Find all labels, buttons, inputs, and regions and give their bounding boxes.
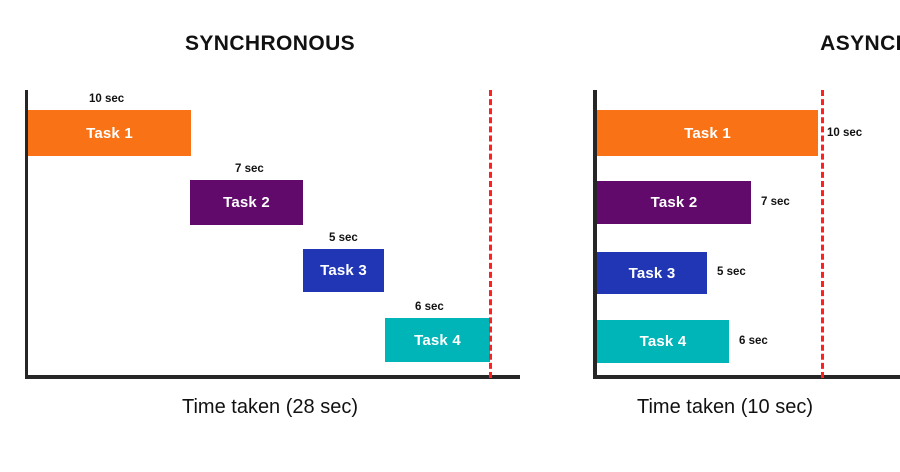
panel-asynchronous: ASYNCHRONOUS Task 1 10 sec Task 2 7 sec …: [540, 0, 900, 472]
y-axis-line-right: [593, 90, 597, 378]
bar-label-task-3-right: Task 3: [628, 264, 676, 282]
bar-task-3-right[interactable]: Task 3: [597, 252, 707, 294]
panel-title-synchronous: SYNCHRONOUS: [184, 32, 356, 55]
bar-task-1-right[interactable]: Task 1: [597, 110, 818, 156]
duration-label-task-1-right: 10 sec: [827, 127, 863, 139]
duration-label-task-3-left: 5 sec: [329, 232, 358, 244]
y-axis-line-left: [25, 90, 28, 378]
duration-label-task-1-left: 10 sec: [89, 93, 125, 105]
duration-label-task-3-right: 5 sec: [717, 266, 746, 278]
bar-task-4-right[interactable]: Task 4: [597, 320, 729, 363]
bar-label-task-4-right: Task 4: [639, 333, 687, 350]
caption-synchronous: Time taken (28 sec): [182, 396, 358, 418]
bar-task-2-left[interactable]: Task 2: [190, 180, 303, 225]
deadline-marker-right: [821, 90, 824, 378]
bar-label-task-3-left: Task 3: [320, 262, 367, 279]
bar-task-1-left[interactable]: Task 1: [28, 110, 191, 156]
caption-asynchronous: Time taken (10 sec): [637, 396, 813, 418]
duration-label-task-4-left: 6 sec: [415, 301, 444, 313]
duration-label-task-2-left: 7 sec: [235, 163, 264, 175]
x-axis-line-right: [593, 375, 900, 379]
bar-task-3-left[interactable]: Task 3: [303, 249, 384, 292]
panel-synchronous: SYNCHRONOUS 10 sec Task 1 7 sec Task 2 5…: [25, 32, 520, 418]
duration-label-task-2-right: 7 sec: [761, 196, 790, 208]
panel-title-asynchronous: ASYNCHRONOUS: [820, 32, 900, 55]
bar-label-task-4-left: Task 4: [414, 331, 461, 349]
bar-task-4-left[interactable]: Task 4: [385, 318, 490, 362]
bar-label-task-2-left: Task 2: [223, 194, 270, 211]
x-axis-line-left: [25, 375, 520, 379]
bar-label-task-1-left: Task 1: [86, 124, 133, 142]
bar-label-task-2-right: Task 2: [650, 194, 698, 211]
bar-label-task-1-right: Task 1: [684, 124, 731, 142]
deadline-marker-left: [489, 90, 492, 378]
bar-task-2-right[interactable]: Task 2: [597, 181, 751, 224]
duration-label-task-4-right: 6 sec: [739, 335, 768, 347]
